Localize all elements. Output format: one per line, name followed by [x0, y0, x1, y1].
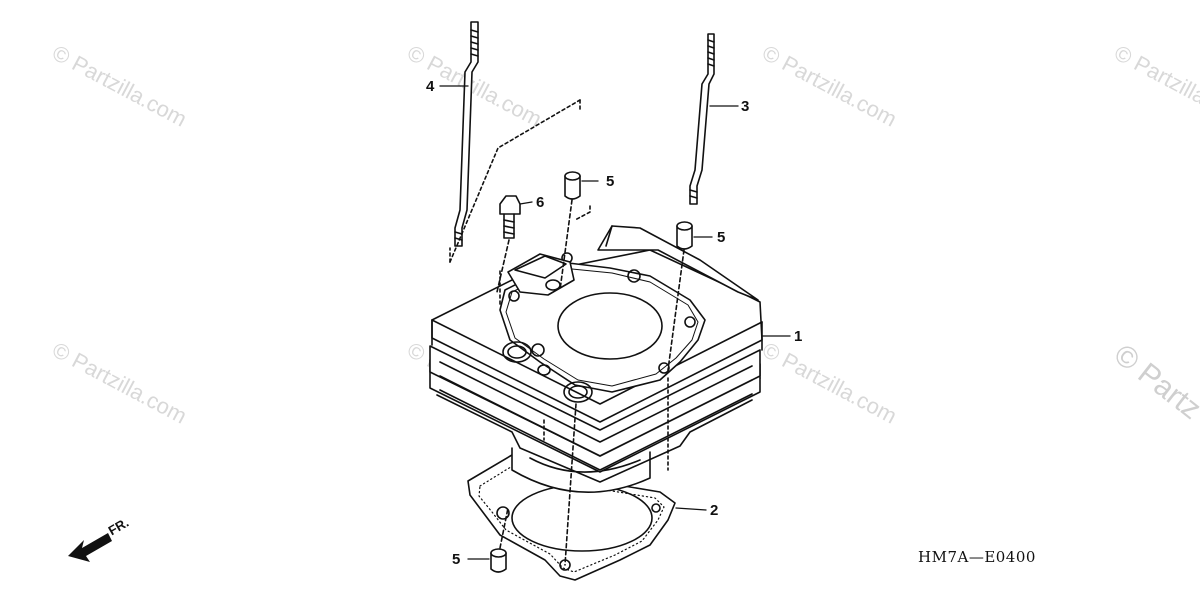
dowel-pin-upper-left: [559, 171, 581, 291]
callout-part-5-lower: 5: [452, 551, 461, 568]
stud-bolt-right: [689, 33, 715, 205]
callout-part-3: 3: [741, 98, 750, 115]
leader-lines: [439, 85, 791, 560]
dowel-pin-right: [667, 221, 693, 371]
callout-part-5-right: 5: [717, 229, 726, 246]
callout-part-1: 1: [794, 328, 803, 345]
stud-bolt-left: [449, 21, 591, 263]
dowel-pin-lower: [490, 403, 577, 573]
cylinder-body: [429, 225, 763, 483]
callout-part-2: 2: [710, 502, 719, 519]
callout-part-6: 6: [536, 194, 545, 211]
callout-part-5-upper: 5: [606, 173, 615, 190]
callout-part-4: 4: [426, 78, 435, 95]
diagram-code: HM7A—E0400: [918, 548, 1036, 566]
front-direction-arrow-icon: [68, 533, 112, 562]
